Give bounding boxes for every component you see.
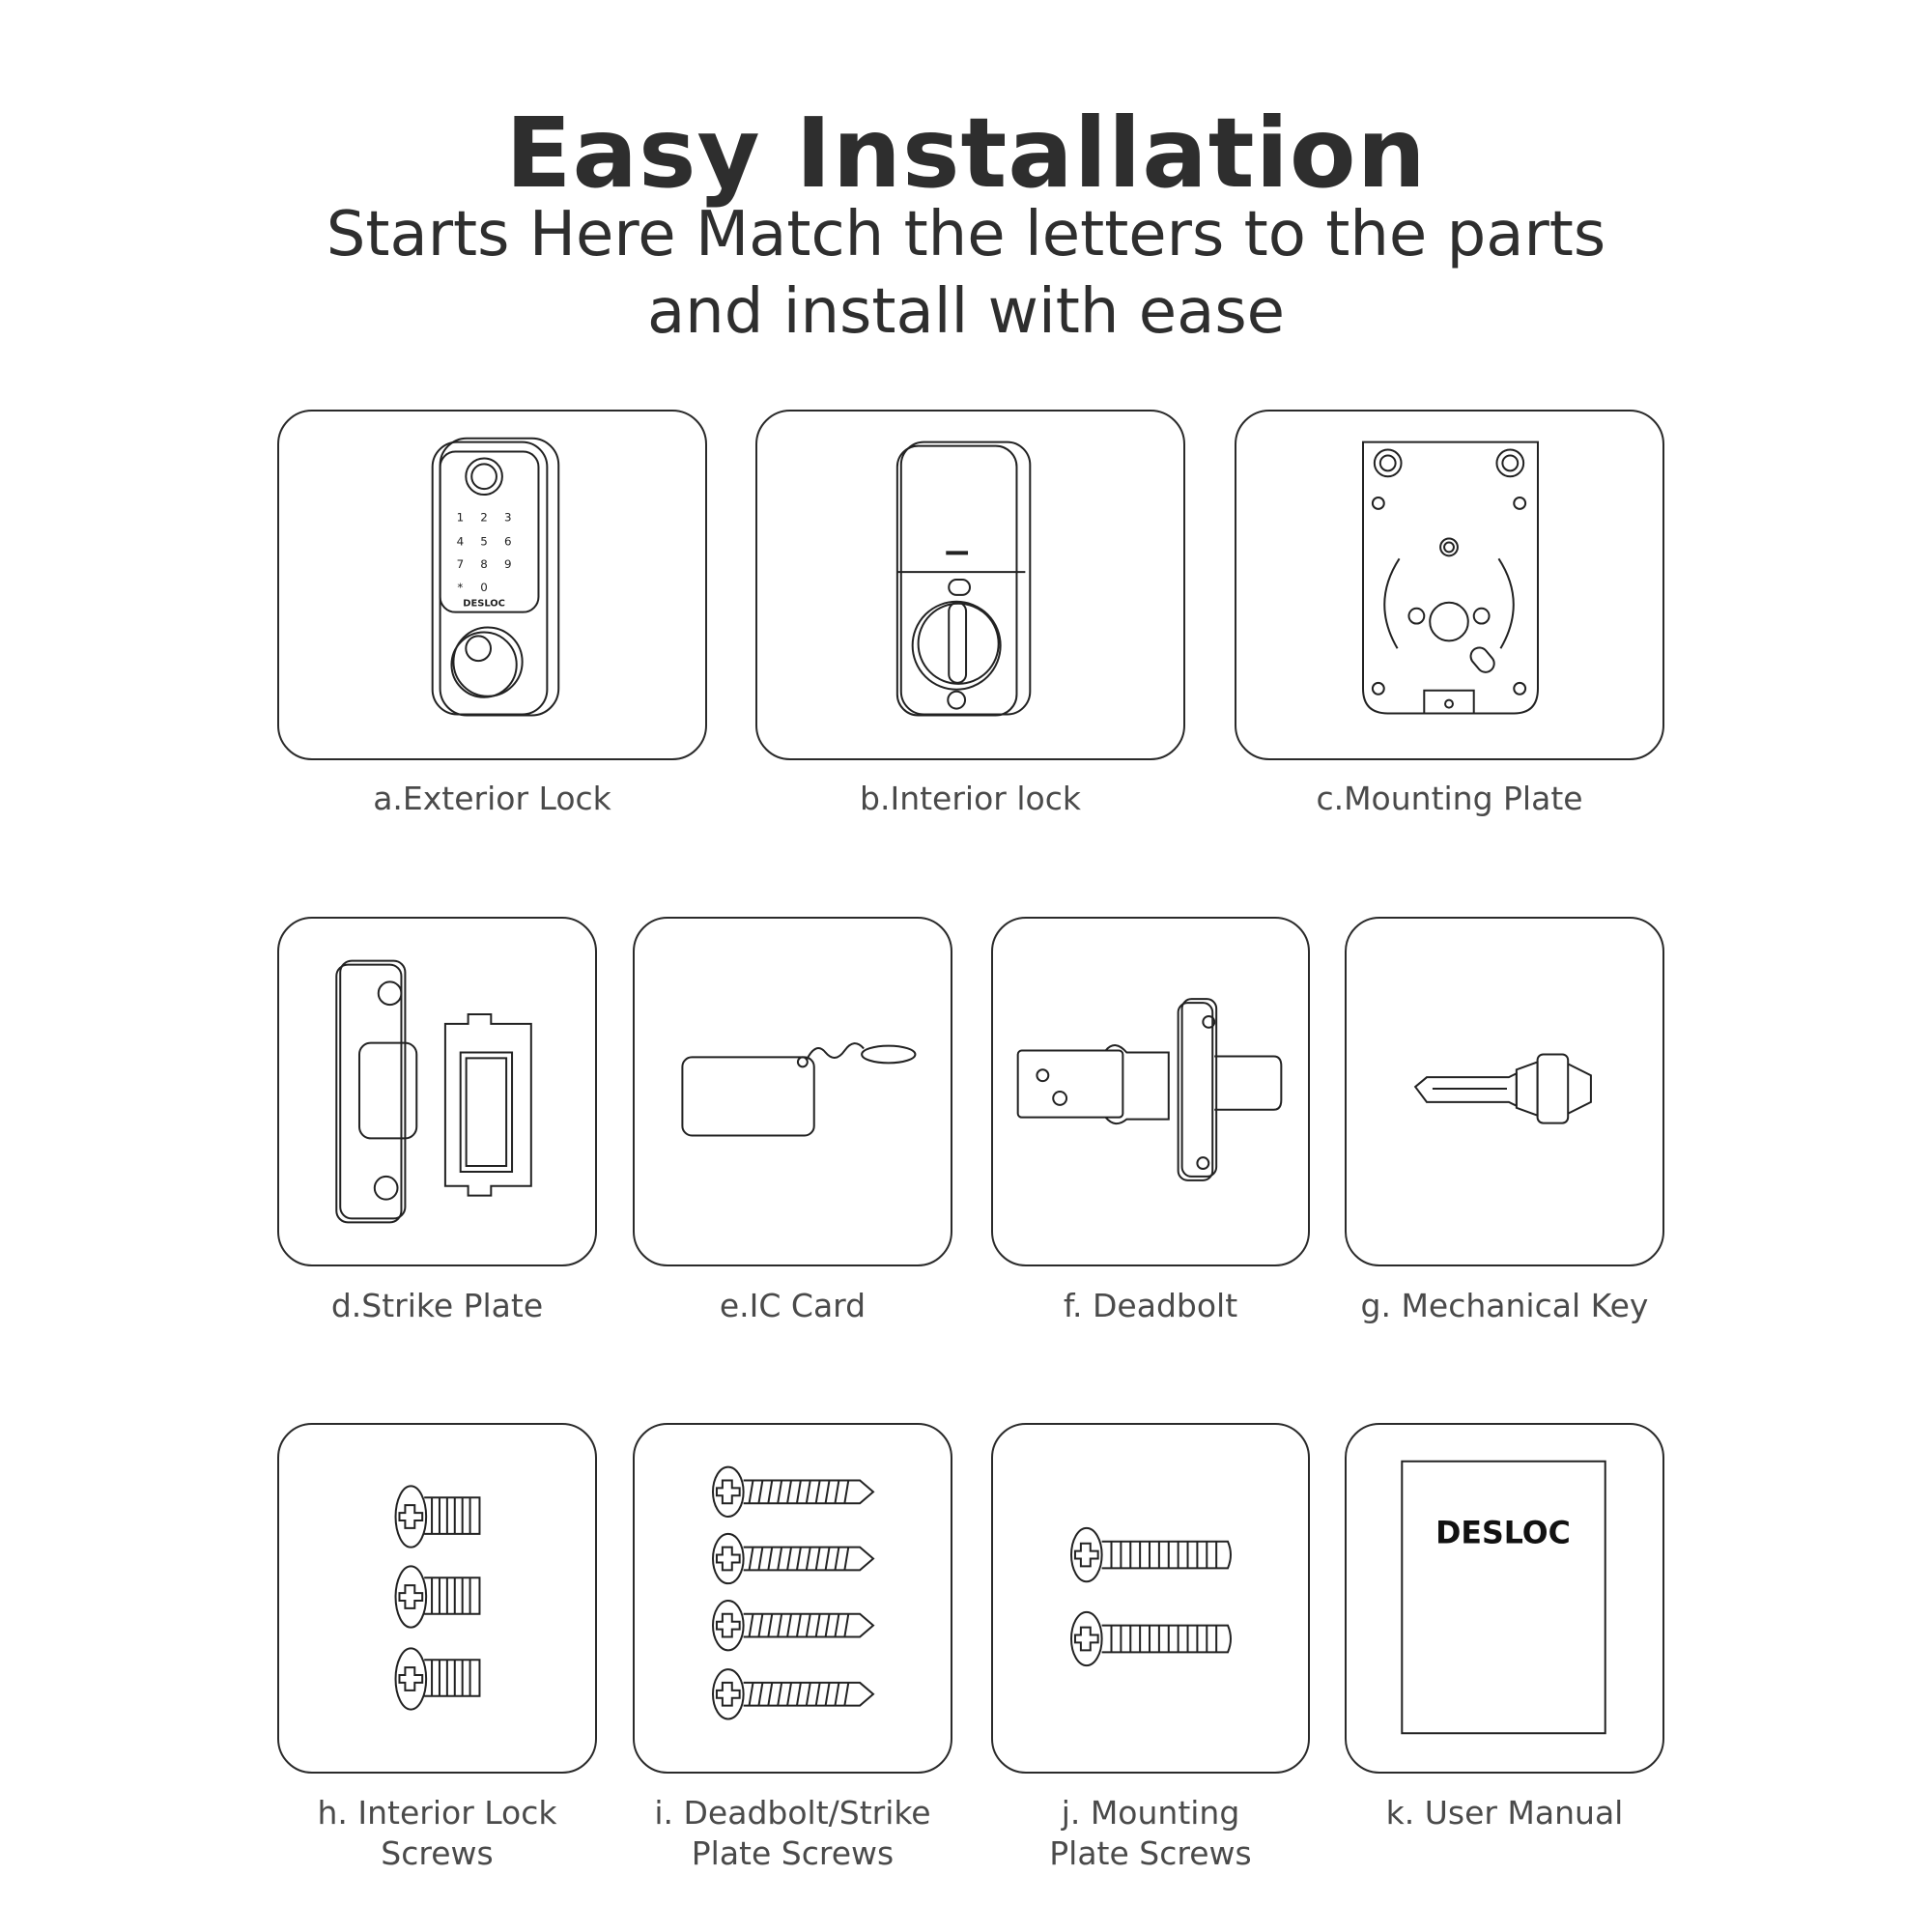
svg-text:DESLOC: DESLOC xyxy=(463,599,505,610)
svg-text:9: 9 xyxy=(504,557,512,571)
part-deadbolt-strike-screws-card xyxy=(633,1423,952,1774)
part-label-g: g. Mechanical Key xyxy=(1360,1287,1649,1324)
svg-text:5: 5 xyxy=(480,534,488,548)
page-title: Easy Installation xyxy=(505,97,1427,210)
screws-icon xyxy=(279,1425,595,1711)
part-strike-plate-card xyxy=(277,917,597,1266)
svg-text:7: 7 xyxy=(457,557,465,571)
part-interior-lock-card xyxy=(755,410,1185,760)
svg-text:1: 1 xyxy=(457,511,465,525)
interior-lock-icon xyxy=(757,412,1183,758)
svg-text:0: 0 xyxy=(480,581,488,594)
subtitle-line-1: Starts Here Match the letters to the par… xyxy=(326,199,1606,270)
user-manual-icon: DESLOC xyxy=(1347,1425,1662,1772)
part-ic-card-card xyxy=(633,917,952,1266)
part-label-b: b.Interior lock xyxy=(860,780,1081,817)
part-exterior-lock-card: 1 2 3 4 5 6 7 8 9 * 0 DESLOC xyxy=(277,410,707,760)
screws-icon xyxy=(993,1425,1232,1667)
part-interior-lock-screws-card xyxy=(277,1423,597,1774)
part-deadbolt-card xyxy=(991,917,1310,1266)
svg-text:*: * xyxy=(457,581,463,594)
svg-text:2: 2 xyxy=(480,511,488,525)
part-label-a: a.Exterior Lock xyxy=(373,780,611,817)
part-mounting-plate-card xyxy=(1235,410,1664,760)
deadbolt-icon xyxy=(993,919,1308,1264)
part-mounting-plate-screws-card xyxy=(991,1423,1310,1774)
svg-text:6: 6 xyxy=(504,534,512,548)
svg-text:8: 8 xyxy=(480,557,488,571)
part-user-manual-card: DESLOC xyxy=(1345,1423,1664,1774)
screws-icon xyxy=(712,1425,951,1720)
strike-plate-icon xyxy=(279,919,595,1264)
part-label-k: k. User Manual xyxy=(1385,1794,1624,1832)
part-label-e: e.IC Card xyxy=(719,1287,867,1324)
subtitle-line-2: and install with ease xyxy=(646,276,1286,348)
part-key-card xyxy=(1345,917,1664,1266)
key-icon xyxy=(1347,919,1662,1264)
part-label-f: f. Deadbolt xyxy=(1063,1287,1238,1324)
exterior-lock-icon: 1 2 3 4 5 6 7 8 9 * 0 DESLOC xyxy=(279,412,705,758)
svg-text:4: 4 xyxy=(457,534,465,548)
ic-card-icon xyxy=(635,919,951,1264)
part-label-c: c.Mounting Plate xyxy=(1316,780,1583,817)
mounting-plate-icon xyxy=(1236,412,1662,758)
svg-text:3: 3 xyxy=(504,511,512,525)
part-label-d: d.Strike Plate xyxy=(330,1287,544,1324)
brand-logo: DESLOC xyxy=(1435,1517,1571,1551)
